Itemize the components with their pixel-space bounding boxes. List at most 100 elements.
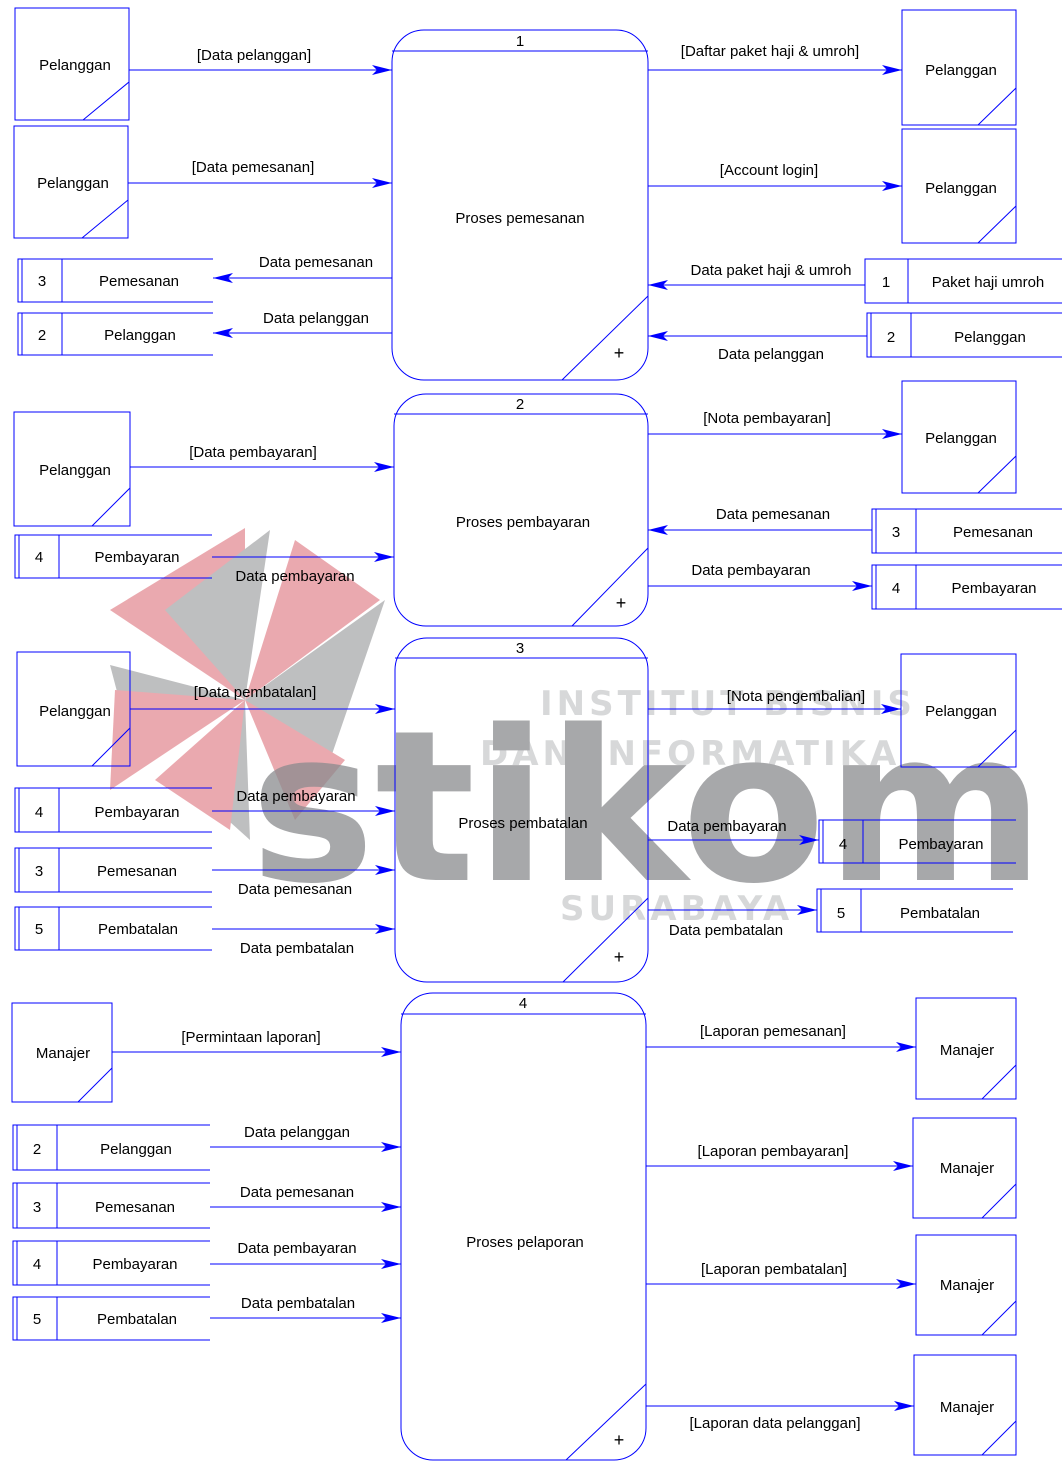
flow-arrows (112, 65, 916, 1411)
flow-label: [Nota pembayaran] (703, 410, 831, 427)
flow-label: Data pemesanan (238, 881, 352, 898)
process-box (391, 29, 649, 381)
flow-label: Data pembayaran (691, 562, 810, 579)
external-entity-pelanggan[interactable]: Pelanggan (900, 653, 1017, 768)
process-box (400, 992, 647, 1461)
process-corner-line (565, 1383, 647, 1461)
external-entity-manajer[interactable]: Manajer (11, 1002, 113, 1103)
data-store-pembayaran[interactable]: 4 Pembayaran (14, 534, 212, 579)
data-store-paket-haji-umroh[interactable]: 1 Paket haji umroh (864, 258, 1062, 304)
process-expand-marker: + (614, 343, 625, 363)
data-store-pelanggan[interactable]: 2 Pelanggan (17, 312, 213, 356)
external-entity-manajer[interactable]: Manajer (912, 1117, 1017, 1219)
flow-label: [Daftar paket haji & umroh] (681, 43, 859, 60)
process-number: 4 (519, 995, 527, 1012)
flow-label: Data pemesanan (716, 506, 830, 523)
data-store-pemesanan[interactable]: 3 Pemesanan (17, 258, 213, 303)
data-store-pembayaran[interactable]: 4 Pembayaran (818, 819, 1016, 864)
entity-label: Manajer (36, 1045, 90, 1062)
data-store-pembatalan[interactable]: 5 Pembatalan (816, 888, 1013, 933)
watermark-line-3: SURABAYA (560, 889, 793, 929)
process-box (394, 637, 649, 983)
external-entity-pelanggan[interactable]: Pelanggan (901, 380, 1017, 494)
flow-label: Data pembatalan (240, 940, 354, 957)
flow-label: [Account login] (720, 162, 818, 179)
data-store-pemesanan[interactable]: 3 Pemesanan (871, 508, 1062, 554)
data-store-pelanggan[interactable]: 2 Pelanggan (12, 1124, 210, 1171)
process-corner-line (562, 897, 649, 983)
data-store-id: 5 (837, 905, 845, 922)
data-store-id: 1 (882, 274, 890, 291)
data-store-id: 3 (33, 1199, 41, 1216)
data-store-id: 2 (887, 329, 895, 346)
process-name: Proses pembatalan (458, 815, 587, 832)
external-entity-pelanggan[interactable]: Pelanggan (13, 411, 131, 527)
process-4[interactable]: 4 Proses pelaporan + (400, 992, 647, 1461)
process-corner-line (561, 295, 649, 381)
process-box (393, 393, 649, 627)
process-2[interactable]: 2 Proses pembayaran + (393, 393, 649, 627)
data-store-id: 2 (38, 327, 46, 344)
external-entity-manajer[interactable]: Manajer (913, 1354, 1017, 1456)
flow-label: [Laporan pembatalan] (701, 1261, 847, 1278)
flow-label: Data pembatalan (669, 922, 783, 939)
external-entity-manajer[interactable]: Manajer (915, 997, 1017, 1100)
data-store-id: 4 (33, 1256, 41, 1273)
process-number: 3 (516, 640, 524, 657)
flow-label: [Nota pengembalian] (727, 688, 865, 705)
flow-label: [Data pembatalan] (194, 684, 317, 701)
process-3[interactable]: 3 Proses pembatalan + (394, 637, 649, 983)
data-store-pelanggan[interactable]: 2 Pelanggan (866, 312, 1062, 358)
data-store-id: 4 (35, 549, 43, 566)
entity-label: Pelanggan (925, 180, 997, 197)
data-store-id: 4 (892, 580, 900, 597)
flow-label: Data pemesanan (259, 254, 373, 271)
external-entity-pelanggan[interactable]: Pelanggan (901, 128, 1017, 244)
entity-label: Pelanggan (37, 175, 109, 192)
data-store-pembatalan[interactable]: 5 Pembatalan (14, 906, 212, 951)
entity-label: Manajer (940, 1399, 994, 1416)
data-store-id: 3 (35, 863, 43, 880)
flow-label: Data paket haji & umroh (691, 262, 852, 279)
data-store-id: 5 (35, 921, 43, 938)
external-entity-pelanggan[interactable]: Pelanggan (13, 125, 129, 239)
data-store-name: Pembayaran (898, 836, 983, 853)
data-store-id: 3 (892, 524, 900, 541)
watermark-red-petal (110, 690, 245, 790)
data-store-name: Pembayaran (94, 549, 179, 566)
external-entity-pelanggan[interactable]: Pelanggan (901, 9, 1017, 126)
flow-label: Data pelanggan (263, 310, 369, 327)
data-store-pemesanan[interactable]: 3 Pemesanan (14, 847, 212, 893)
data-store-pembatalan[interactable]: 5 Pembatalan (12, 1296, 210, 1341)
data-store-name: Pelanggan (954, 329, 1026, 346)
flow-label: Data pembatalan (241, 1295, 355, 1312)
external-entity-manajer[interactable]: Manajer (915, 1234, 1017, 1336)
watermark-red-petal (245, 700, 345, 820)
data-store-pembayaran[interactable]: 4 Pembayaran (12, 1240, 210, 1286)
data-store-name: Pelanggan (100, 1141, 172, 1158)
flow-label: [Laporan pemesanan] (700, 1023, 846, 1040)
flow-label: Data pelanggan (718, 346, 824, 363)
process-1[interactable]: 1 Proses pemesanan + (391, 29, 649, 381)
process-expand-marker: + (614, 947, 625, 967)
watermark-red-petal (155, 700, 245, 830)
entity-label: Pelanggan (39, 57, 111, 74)
watermark-line-1: INSTITUT BISNIS (540, 684, 916, 724)
data-store-name: Pelanggan (104, 327, 176, 344)
data-store-name: Pembatalan (97, 1311, 177, 1328)
entity-label: Pelanggan (39, 462, 111, 479)
entity-label: Pelanggan (925, 703, 997, 720)
external-entity-pelanggan[interactable]: Pelanggan (14, 7, 130, 121)
process-corner-line (571, 547, 649, 627)
flow-label: Data pembayaran (235, 568, 354, 585)
external-entity-pelanggan[interactable]: Pelanggan (16, 651, 131, 767)
data-store-pembayaran[interactable]: 4 Pembayaran (14, 787, 212, 833)
flow-labels: [Data pelanggan] [Data pemesanan] Data p… (181, 43, 865, 1432)
watermark-red-petal (245, 540, 380, 700)
data-store-pemesanan[interactable]: 3 Pemesanan (12, 1182, 210, 1229)
data-store-name: Pembayaran (94, 804, 179, 821)
data-store-pembayaran[interactable]: 4 Pembayaran (871, 564, 1062, 610)
data-store-name: Pemesanan (953, 524, 1033, 541)
watermark-line-2: DAN INFORMATIKA (480, 734, 900, 774)
